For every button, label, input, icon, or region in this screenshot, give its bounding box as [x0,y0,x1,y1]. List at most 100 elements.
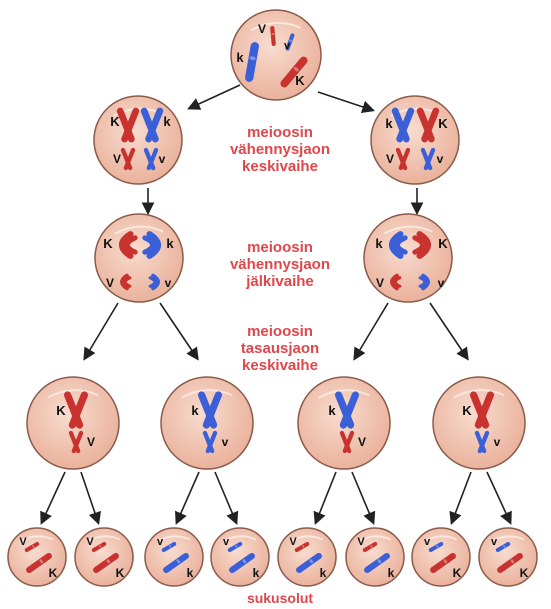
allele-label: V [87,435,95,449]
label-metaphase-2: meioosin tasausjaon keskivaihe [205,323,355,374]
allele-label: K [110,114,120,129]
allele-label: k [236,50,244,65]
allele-label: V [113,152,121,166]
allele-label: v [438,276,445,290]
arrow [81,472,98,522]
arrow [215,472,236,522]
centromere [400,122,406,128]
centromere [425,122,431,128]
allele-label: K [295,73,305,88]
centromere [149,122,155,128]
gamete-cell: Vk [278,528,336,586]
allele-label: K [103,236,113,251]
allele-label: K [56,403,66,418]
label-anaphase-1: meioosin vähennysjaon jälkivaihe [205,239,355,290]
chromosome-V-parent [271,28,276,44]
allele-label: k [253,566,260,580]
allele-label: K [438,236,448,251]
centromere [401,157,405,161]
allele-label: k [191,403,199,418]
label-gametes: sukusolut [205,590,355,607]
gamete-cell: vk [145,528,203,586]
chromatid [272,28,273,44]
centromere [74,440,78,444]
chromatid [249,46,255,78]
cell-metaphase-2-a: KV [27,377,119,469]
centromere [207,407,213,413]
arrow [316,472,336,522]
allele-label: v [222,435,229,449]
allele-label: v [223,536,230,548]
allele-label: v [159,152,166,166]
arrow [42,472,65,522]
allele-label: v [157,536,164,548]
gamete-cell: Vk [346,528,404,586]
allele-label: k [166,236,174,251]
allele-label: K [116,566,125,580]
centromere [426,157,430,161]
gamete-cell: VK [75,528,133,586]
allele-label: v [491,536,498,548]
centromere [480,440,484,444]
allele-label: V [106,276,114,290]
centromere [126,157,130,161]
allele-label: K [438,116,448,131]
label-metaphase-1: meioosin vähennysjaon keskivaihe [205,124,355,175]
arrow [85,303,118,358]
allele-label: k [388,566,395,580]
arrow [355,303,388,358]
allele-label: v [165,276,172,290]
allele-label: V [358,435,366,449]
arrow [430,303,467,358]
centromere [73,407,79,413]
allele-label: k [385,116,393,131]
cell-metaphase-1-left: KkVv [94,96,182,184]
allele-label: v [437,152,444,166]
gamete-cell: vk [211,528,269,586]
allele-label: V [258,22,266,36]
allele-label: k [187,566,194,580]
allele-label: k [375,236,383,251]
gamete-cell: vK [412,528,470,586]
allele-label: V [19,536,27,548]
cell-metaphase-2-b: kv [161,377,253,469]
allele-label: K [453,566,462,580]
arrow [352,472,373,522]
allele-label: k [163,114,171,129]
allele-label: V [376,276,384,290]
centromere [345,440,349,444]
allele-label: k [320,566,327,580]
parent-cell: kVvK [231,10,321,100]
allele-label: v [494,435,501,449]
gamete-cell: vK [479,528,537,586]
centromere [149,157,153,161]
arrow [318,92,372,110]
allele-label: V [357,536,365,548]
arrow [190,85,240,108]
arrow [452,472,471,522]
allele-label: v [284,40,291,52]
allele-label: v [424,536,431,548]
allele-label: K [462,403,472,418]
allele-label: K [49,566,58,580]
cell-metaphase-2-c: kV [298,377,390,469]
allele-label: k [328,403,336,418]
cell-metaphase-2-d: Kv [433,377,525,469]
allele-label: V [86,536,94,548]
allele-label: V [386,152,394,166]
arrow [160,303,197,358]
centromere [479,407,485,413]
centromere [344,407,350,413]
arrow [487,472,510,522]
allele-label: V [289,536,297,548]
gamete-cell: VK [8,528,66,586]
arrow [177,472,199,522]
centromere [125,122,131,128]
allele-label: K [520,566,529,580]
